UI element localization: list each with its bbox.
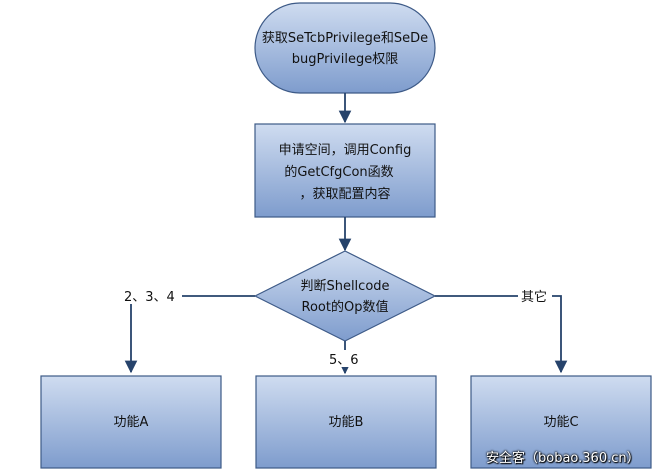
edge-decision-to-C bbox=[435, 295, 568, 374]
decision-node bbox=[253, 250, 437, 342]
watermark-text: 安全客（bobao.360.cn） bbox=[486, 451, 640, 466]
output-node-a-label: 功能A bbox=[114, 415, 149, 430]
decision-node-line1: 判断Shellcode bbox=[300, 279, 389, 294]
process-node-line2: 的GetCfgCon函数 bbox=[284, 164, 393, 180]
edge-label-left-bg bbox=[122, 286, 182, 304]
edge-label-middle-bg bbox=[326, 350, 366, 367]
output-node-c-label: 功能C bbox=[543, 415, 578, 430]
process-node-line3: ，获取配置内容 bbox=[299, 186, 390, 202]
start-node-line2: bugPrivilege权限 bbox=[292, 51, 398, 67]
start-node-line1: 获取SeTcbPrivilege和SeDe bbox=[262, 31, 428, 46]
decision-node-line2: Root的Op数值 bbox=[302, 299, 389, 315]
output-node-a bbox=[40, 375, 222, 469]
edge-decision-to-A bbox=[124, 295, 255, 374]
edge-label-middle: 5、6 bbox=[329, 353, 359, 368]
process-node-line1: 申请空间，调用Config bbox=[279, 143, 412, 158]
output-node-b-label: 功能B bbox=[329, 415, 364, 430]
output-node-c bbox=[470, 375, 652, 469]
edge-label-right-bg bbox=[518, 287, 552, 305]
edge-label-left: 2、3、4 bbox=[124, 290, 175, 305]
start-node bbox=[254, 2, 436, 94]
edge-label-right: 其它 bbox=[521, 289, 547, 305]
output-node-b bbox=[255, 375, 437, 469]
